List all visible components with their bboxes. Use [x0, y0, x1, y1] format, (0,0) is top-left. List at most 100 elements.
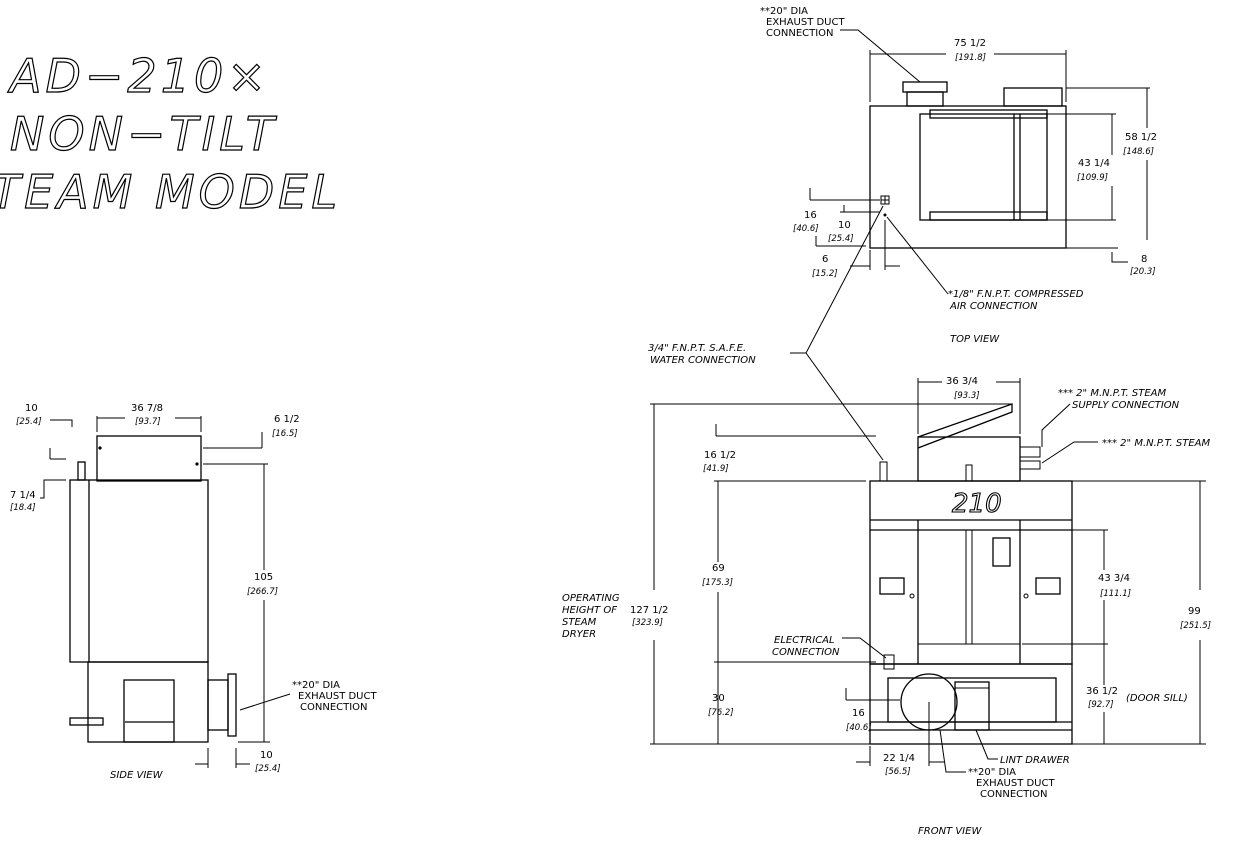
side-dim-7-1-4-mm: [18.4] — [10, 503, 36, 513]
top-dim-6: 6 — [822, 254, 828, 265]
front-dim-36-3-4: 36 3/4 — [946, 376, 978, 387]
front-dim-127-1-2: 127 1/2 — [630, 605, 668, 616]
top-exhaust-label-2: EXHAUST DUCT — [766, 17, 845, 28]
front-dim-99-mm: [251.5] — [1180, 621, 1211, 631]
top-view-label: TOP VIEW — [950, 334, 1000, 345]
side-dim-105-mm: [266.7] — [247, 587, 278, 597]
front-elec-label-2: CONNECTION — [772, 647, 840, 658]
top-dim-43-1-4: 43 1/4 — [1078, 158, 1110, 169]
side-dim-10-bot-mm: [25.4] — [255, 764, 281, 774]
side-exhaust-label-1: **20" DIA — [292, 680, 340, 691]
front-dim-36-1-2: 36 1/2 — [1086, 686, 1118, 697]
top-rear-housing — [1003, 87, 1063, 107]
top-dim-10: 10 — [838, 220, 851, 231]
top-air-label-2: AIR CONNECTION — [949, 301, 1038, 312]
front-water-label-1: 3/4" F.N.P.T. S.A.F.E. — [648, 343, 746, 354]
front-dim-36-3-4-mm: [93.3] — [954, 391, 980, 401]
side-exhaust-flange — [227, 673, 237, 737]
front-water-post — [879, 461, 888, 482]
side-dim-36-7-8: 36 7/8 — [131, 403, 163, 414]
front-view: 210 3/4" F.N.P.T. S.A.F.E. WATER CONNECT… — [562, 205, 1211, 837]
front-dim-16-1-2: 16 1/2 — [704, 450, 736, 461]
front-lint-drawer — [954, 681, 990, 731]
front-op-label-2: HEIGHT OF — [562, 605, 617, 616]
front-dim-36-1-2-mm: [92.7] — [1088, 700, 1114, 710]
front-dim-30: 30 — [712, 693, 725, 704]
top-dim-16: 16 — [804, 210, 817, 221]
front-door-sill: (DOOR SILL) — [1126, 693, 1188, 704]
front-op-label-4: DRYER — [562, 629, 596, 640]
top-dim-58-1-2: 58 1/2 — [1125, 132, 1157, 143]
side-dim-7-1-4: 7 1/4 — [10, 490, 36, 501]
side-view-label: SIDE VIEW — [110, 770, 164, 781]
side-dim-10-top: 10 — [25, 403, 38, 414]
front-steam-supply-label-2: SUPPLY CONNECTION — [1072, 400, 1180, 411]
side-exhaust-label-3: CONNECTION — [300, 702, 368, 713]
side-dim-10-top-mm: [25.4] — [16, 417, 42, 427]
side-dim-105: 105 — [254, 572, 273, 583]
side-dim-6-1-2: 6 1/2 — [274, 414, 300, 425]
top-dim-8: 8 — [1141, 254, 1147, 265]
front-dim-16: 16 — [852, 708, 865, 719]
top-exhaust-stub — [906, 91, 944, 107]
front-dim-43-3-4-mm: [111.1] — [1100, 589, 1131, 599]
front-op-label-1: OPERATING — [562, 593, 620, 604]
top-drum — [919, 113, 1048, 221]
front-base — [869, 663, 1073, 745]
front-view-label: FRONT VIEW — [918, 826, 982, 837]
front-dim-127-1-2-mm: [323.9] — [632, 618, 663, 628]
top-view: **20" DIA EXHAUST DUCT CONNECTION 75 1/2… — [760, 6, 1157, 345]
top-dim-75-1-2: 75 1/2 — [954, 38, 986, 49]
top-dim-43-1-4-mm: [109.9] — [1077, 173, 1108, 183]
front-dim-22-1-4: 22 1/4 — [883, 753, 915, 764]
front-exhaust-label-3: CONNECTION — [980, 789, 1048, 800]
front-dim-69: 69 — [712, 563, 725, 574]
front-dim-30-mm: [76.2] — [708, 708, 734, 718]
top-dim-58-1-2-mm: [148.6] — [1123, 147, 1154, 157]
side-top-housing — [96, 435, 202, 482]
front-dim-16-1-2-mm: [41.9] — [703, 464, 729, 474]
side-exhaust-stub — [207, 679, 229, 731]
front-op-label-3: STEAM — [562, 617, 597, 628]
front-steam-supply-label-1: *** 2" M.N.P.T. STEAM — [1058, 388, 1167, 399]
front-left-panel — [879, 577, 905, 595]
top-exhaust-cap — [902, 81, 948, 93]
front-electrical — [883, 654, 895, 670]
side-dim-10-bot: 10 — [260, 750, 273, 761]
top-body — [869, 105, 1067, 249]
front-steam-supply — [1019, 446, 1041, 458]
front-top-housing — [917, 436, 1021, 482]
front-exhaust-label-2: EXHAUST DUCT — [976, 778, 1055, 789]
side-main-body — [69, 479, 209, 663]
top-air-label-1: *1/8" F.N.P.T. COMPRESSED — [948, 289, 1084, 300]
front-dim-22-1-4-mm: [56.5] — [885, 767, 911, 777]
front-water-label-2: WATER CONNECTION — [650, 355, 756, 366]
title-line-1: AD−210× — [7, 49, 270, 103]
side-foot — [69, 717, 104, 726]
side-exhaust-label-2: EXHAUST DUCT — [298, 691, 377, 702]
side-water-post — [77, 461, 86, 481]
top-exhaust-label-3: CONNECTION — [766, 28, 834, 39]
top-dim-16-mm: [40.6] — [793, 224, 819, 234]
side-view: 10 [25.4] 36 7/8 [93.7] 6 1/2 [16.5] 7 1… — [10, 403, 377, 781]
title-line-2: NON−TILT — [10, 107, 278, 161]
front-dim-43-3-4: 43 3/4 — [1098, 573, 1130, 584]
title-line-3: TEAM MODEL — [0, 165, 341, 219]
side-base-opening — [123, 679, 175, 743]
front-steam-label: *** 2" M.N.P.T. STEAM — [1102, 438, 1211, 449]
side-dim-36-7-8-mm: [93.7] — [135, 417, 161, 427]
front-exhaust-label-1: **20" DIA — [968, 767, 1016, 778]
front-right-panel — [1035, 577, 1061, 595]
front-steam-return — [1019, 460, 1041, 470]
front-elec-label-1: ELECTRICAL — [774, 635, 835, 646]
side-dim-6-1-2-mm: [16.5] — [272, 429, 298, 439]
top-dim-8-mm: [20.3] — [1130, 267, 1156, 277]
top-dim-10-mm: [25.4] — [828, 234, 854, 244]
front-lint-label: LINT DRAWER — [1000, 755, 1070, 766]
top-dim-75-1-2-mm: [191.8] — [955, 53, 986, 63]
front-dim-16-mm: [40.6] — [846, 723, 872, 733]
front-dim-69-mm: [175.3] — [702, 578, 733, 588]
front-model-badge: 210 — [952, 489, 1002, 519]
front-door-window — [992, 537, 1011, 567]
